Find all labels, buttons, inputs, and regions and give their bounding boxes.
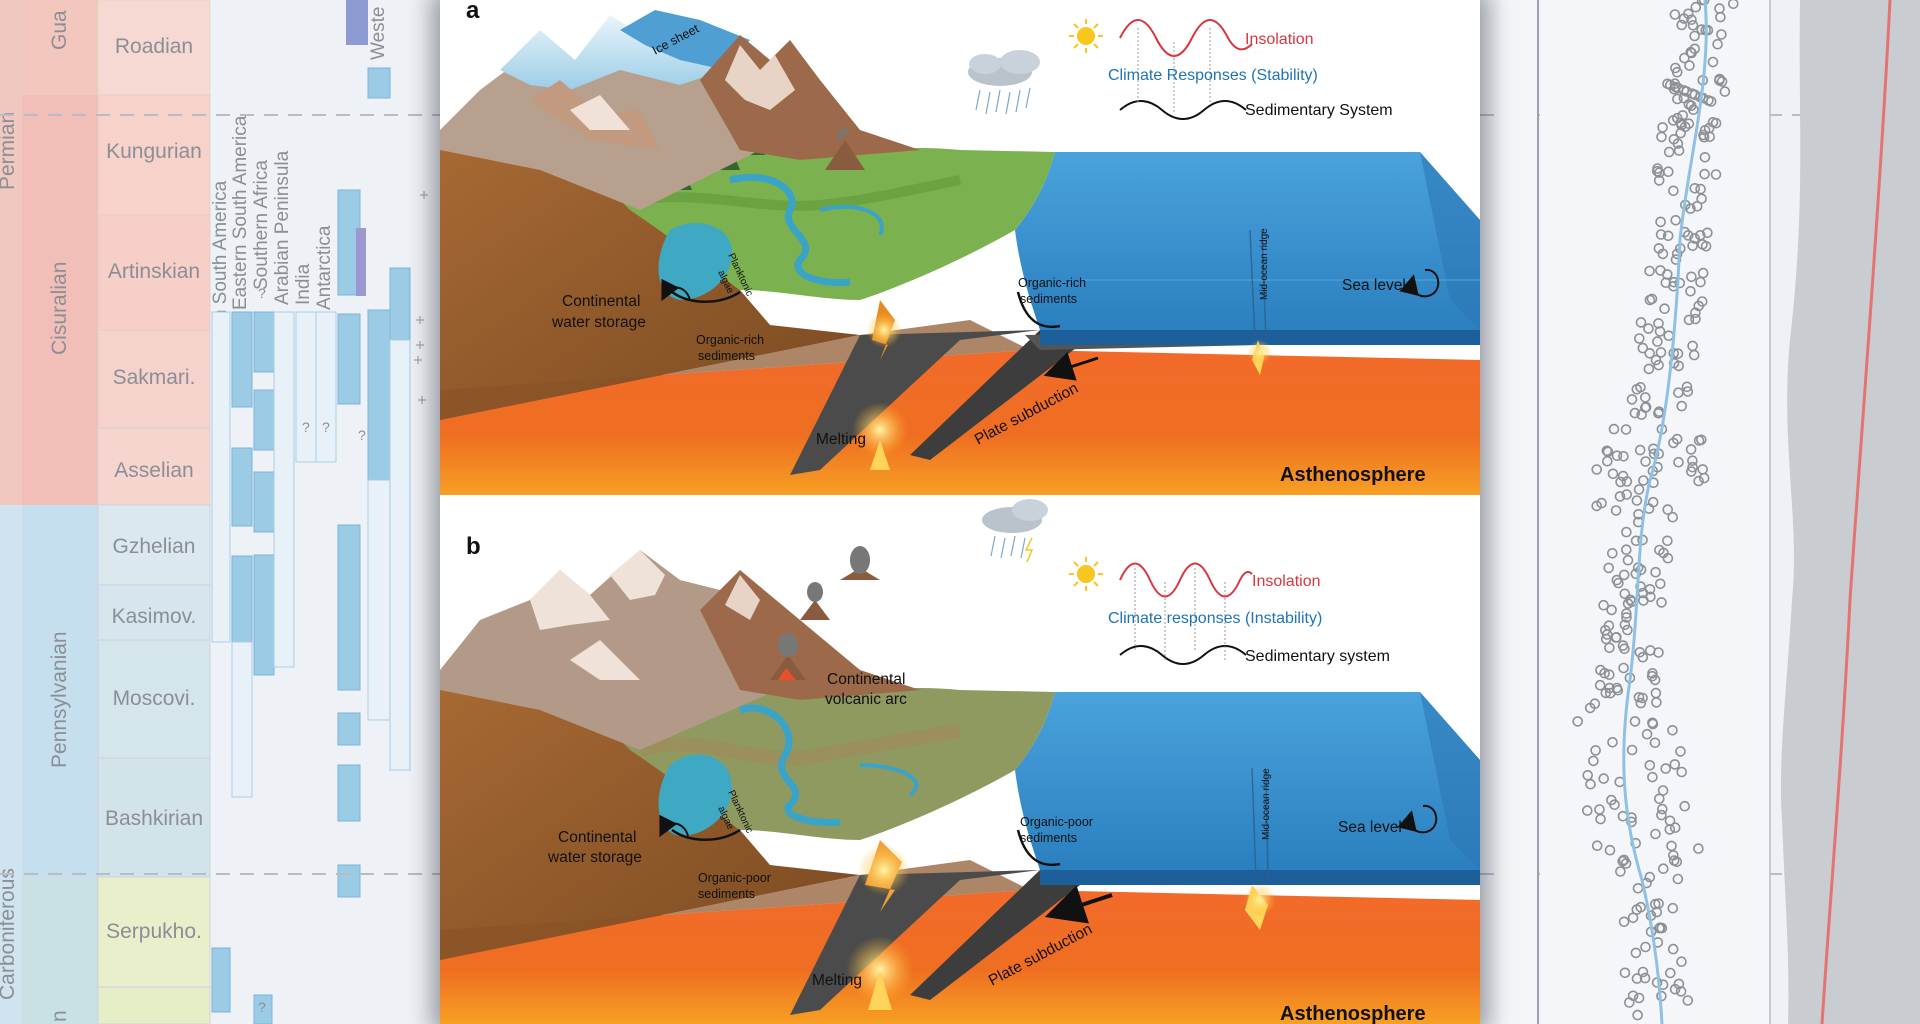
asthenosphere-label-a: Asthenosphere bbox=[1280, 464, 1426, 486]
series-label-n: n bbox=[48, 1010, 71, 1022]
organic-left-label-b2: sediments bbox=[698, 887, 755, 901]
question-mark: ? bbox=[258, 285, 266, 301]
region-label-eastern-south-america: Eastern South America bbox=[230, 115, 251, 310]
stage-label-asselian: Asselian bbox=[114, 459, 193, 482]
region-label-weste: Weste bbox=[368, 6, 389, 60]
melting-plume-a bbox=[852, 300, 908, 470]
question-mark: ? bbox=[302, 419, 310, 435]
stage-label-artinskian: Artinskian bbox=[108, 260, 200, 283]
series-label-gua: Gua bbox=[48, 10, 71, 50]
continental-water-label-b1: Continental bbox=[558, 829, 636, 846]
stage-label-roadian: Roadian bbox=[115, 35, 193, 58]
continental-water-label-a1: Continental bbox=[562, 293, 640, 310]
panel-a-letter: a bbox=[466, 0, 480, 24]
stage-label-moscovian: Moscovi. bbox=[113, 687, 196, 710]
volcanic-arc-label-b1: Continental bbox=[827, 671, 905, 688]
earth-system-diagram: a I bbox=[440, 0, 1480, 1024]
legend-climate-a: Climate Responses (Stability) bbox=[1108, 67, 1318, 84]
question-mark: ? bbox=[322, 419, 330, 435]
stage-label-gzhelian: Gzhelian bbox=[113, 535, 196, 558]
organic-left-label-a2: sediments bbox=[698, 349, 755, 363]
legend-insolation-a: Insolation bbox=[1245, 31, 1314, 48]
asthenosphere-label-b: Asthenosphere bbox=[1280, 1003, 1426, 1024]
cycle-arrow-icon bbox=[659, 814, 689, 838]
organic-left-label-a1: Organic-rich bbox=[696, 333, 764, 347]
organic-right-label-b2: sediments bbox=[1020, 831, 1077, 845]
sun-icon bbox=[1069, 19, 1103, 53]
cloud-rain-icon bbox=[968, 50, 1040, 115]
stage-column bbox=[97, 0, 211, 1024]
cycle-arrow-icon bbox=[661, 278, 691, 302]
sea-level-label-b: Sea level bbox=[1338, 819, 1402, 836]
region-label-southern-africa: Southern Africa bbox=[251, 160, 272, 290]
question-mark: ? bbox=[358, 427, 366, 443]
volcano-icon bbox=[770, 546, 880, 680]
continental-water-label-a2: water storage bbox=[551, 314, 646, 331]
cycle-arrow-icon bbox=[1399, 268, 1440, 298]
stage-label-bashkirian: Bashkirian bbox=[105, 807, 203, 830]
sea-level-label-a: Sea level bbox=[1342, 277, 1406, 294]
region-label-antarctica: Antarctica bbox=[314, 225, 335, 310]
organic-left-label-b1: Organic-poor bbox=[698, 871, 771, 885]
period-label-carboniferous: Carboniferous bbox=[0, 868, 19, 1000]
mid-ocean-ridge-label-a: Mid-ocean ridge bbox=[1259, 228, 1270, 300]
cloud-rain-icon bbox=[982, 499, 1048, 563]
volcanic-arc-label-b2: volcanic arc bbox=[825, 691, 907, 708]
panel-b: b bbox=[440, 499, 1480, 1024]
mid-ocean-ridge-label-b: Mid-ocean ridge bbox=[1261, 768, 1272, 840]
series-label-pennsylvanian: Pennsylvanian bbox=[48, 631, 71, 768]
stage-label-sakmarian: Sakmari. bbox=[113, 366, 196, 389]
melting-label-b: Melting bbox=[812, 972, 862, 989]
organic-right-label-b1: Organic-poor bbox=[1020, 815, 1093, 829]
cycle-arrow-icon bbox=[1397, 804, 1438, 834]
region-label-india: India bbox=[293, 263, 314, 305]
stage-label-serpukhovian: Serpukho. bbox=[106, 920, 202, 943]
organic-right-label-a1: Organic-rich bbox=[1018, 276, 1086, 290]
panel-b-letter: b bbox=[466, 533, 481, 560]
stage-label-kungurian: Kungurian bbox=[106, 140, 202, 163]
legend-insolation-b: Insolation bbox=[1252, 573, 1321, 590]
panel-a: a I bbox=[440, 0, 1480, 495]
legend-climate-b: Climate responses (Instability) bbox=[1108, 610, 1322, 627]
continental-water-label-b2: water storage bbox=[547, 849, 642, 866]
period-label-permian: Permian bbox=[0, 112, 19, 190]
series-label-cisuralian: Cisuralian bbox=[48, 262, 71, 355]
melting-plume-b bbox=[846, 840, 914, 1010]
region-label-arabian-peninsula: Arabian Peninsula bbox=[272, 150, 293, 305]
figure-panel: a I bbox=[440, 0, 1480, 1024]
sun-icon bbox=[1069, 557, 1103, 591]
legend-sedimentary-b: Sedimentary system bbox=[1245, 648, 1390, 665]
organic-right-label-a2: sediments bbox=[1020, 292, 1077, 306]
question-mark: ? bbox=[258, 999, 266, 1015]
melting-label-a: Melting bbox=[816, 431, 866, 448]
stage-label-kasimovian: Kasimov. bbox=[112, 605, 197, 628]
legend-sedimentary-a: Sedimentary System bbox=[1245, 102, 1393, 119]
